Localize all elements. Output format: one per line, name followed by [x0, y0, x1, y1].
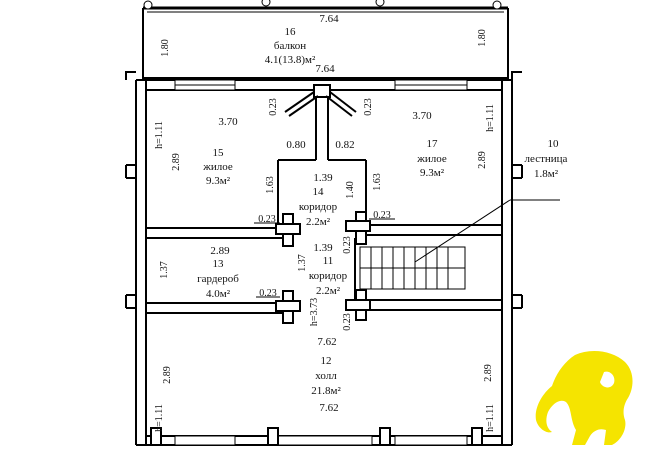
interior-walls — [146, 95, 502, 314]
wall-thickness-label: 0.23 — [259, 288, 277, 299]
truss-symbol — [284, 84, 357, 117]
room17-name: жилое — [416, 153, 447, 165]
balcony-outline — [142, 6, 509, 79]
balcony-depth-right: 1.80 — [477, 29, 488, 47]
room17-width: 3.70 — [412, 110, 432, 122]
corridor11-area: 2.2м² — [316, 285, 341, 297]
hall12-ceiling-right: h=1.11 — [485, 404, 496, 432]
room15-area: 9.3м² — [206, 175, 231, 187]
balcony-number: 16 — [285, 26, 297, 38]
door-stubs — [150, 211, 483, 446]
corridor14-area: 2.2м² — [306, 216, 331, 228]
balcony-post — [261, 0, 271, 7]
room17-height: 2.89 — [477, 151, 488, 169]
hall12-width-top: 7.62 — [317, 336, 336, 348]
room15-name: жилое — [202, 161, 233, 173]
balcony-name: балкон — [274, 40, 306, 52]
corridor11-number: 11 — [323, 255, 334, 267]
corridor14-width: 1.39 — [313, 172, 333, 184]
wall-thickness-label: 0.23 — [342, 236, 353, 254]
hall12-height-left: 2.89 — [162, 366, 173, 384]
room17-area: 9.3м² — [420, 167, 445, 179]
wall-thickness-label: 0.23 — [342, 313, 353, 331]
wardrobe13-name: гардероб — [197, 273, 239, 285]
balcony-area: 4.1(13.8)м² — [265, 54, 316, 66]
stairs-area: 1.8м² — [534, 168, 559, 180]
room17-ceiling: h=1.11 — [485, 104, 496, 132]
corridor14-len-mid: 1.40 — [345, 181, 356, 199]
balcony-width-top: 7.64 — [319, 13, 339, 25]
room15-ceiling: h=1.11 — [154, 121, 165, 149]
hall12-ceiling-left: h=1.11 — [154, 404, 165, 432]
hall12-number: 12 — [321, 355, 332, 367]
balcony-post — [492, 0, 502, 10]
balcony-depth-left: 1.80 — [160, 39, 171, 57]
stairs-number: 10 — [548, 138, 560, 150]
hall12-width-bottom: 7.62 — [319, 402, 338, 414]
corridor14-len-right: 1.63 — [372, 173, 383, 191]
windows-top — [174, 79, 468, 91]
wardrobe13-height: 1.37 — [159, 261, 170, 279]
corridor14-number: 14 — [313, 186, 325, 198]
corridor11-height: 1.37 — [297, 254, 308, 272]
room15-number: 15 — [213, 147, 225, 159]
hall12-ceiling-mid: h=3.73 — [309, 298, 320, 326]
corridor11-name: коридор — [309, 270, 348, 282]
corridor11-width: 1.39 — [313, 242, 333, 254]
wardrobe13-width: 2.89 — [210, 245, 230, 257]
wall-thickness-label: 0.23 — [268, 98, 279, 116]
corridor14-niche-right: 0.82 — [335, 139, 354, 151]
wall-thickness-label: 0.23 — [258, 214, 276, 225]
hall12-height-right: 2.89 — [483, 364, 494, 382]
stairs-name: лестница — [525, 153, 568, 165]
corridor14-name: коридор — [299, 201, 338, 213]
balcony-post — [375, 0, 385, 7]
elephant-icon — [535, 350, 633, 445]
room17-number: 17 — [427, 138, 439, 150]
wall-thickness-label: 0.23 — [373, 210, 391, 221]
corridor14-len-left: 1.63 — [265, 176, 276, 194]
room15-height: 2.89 — [171, 153, 182, 171]
balcony-width-bottom: 7.64 — [315, 63, 335, 75]
balcony-post — [143, 0, 153, 10]
wall-thickness-label: 0.23 — [363, 98, 374, 116]
wardrobe13-number: 13 — [213, 258, 225, 270]
windows-bottom — [174, 435, 468, 446]
wardrobe13-area: 4.0м² — [206, 288, 231, 300]
hall12-name: холл — [315, 370, 337, 382]
wall-joints — [125, 71, 523, 309]
room15-width: 3.70 — [218, 116, 238, 128]
stairs-graphic — [359, 199, 560, 290]
corridor14-niche-left: 0.80 — [286, 139, 306, 151]
hall12-area: 21.8м² — [311, 385, 341, 397]
